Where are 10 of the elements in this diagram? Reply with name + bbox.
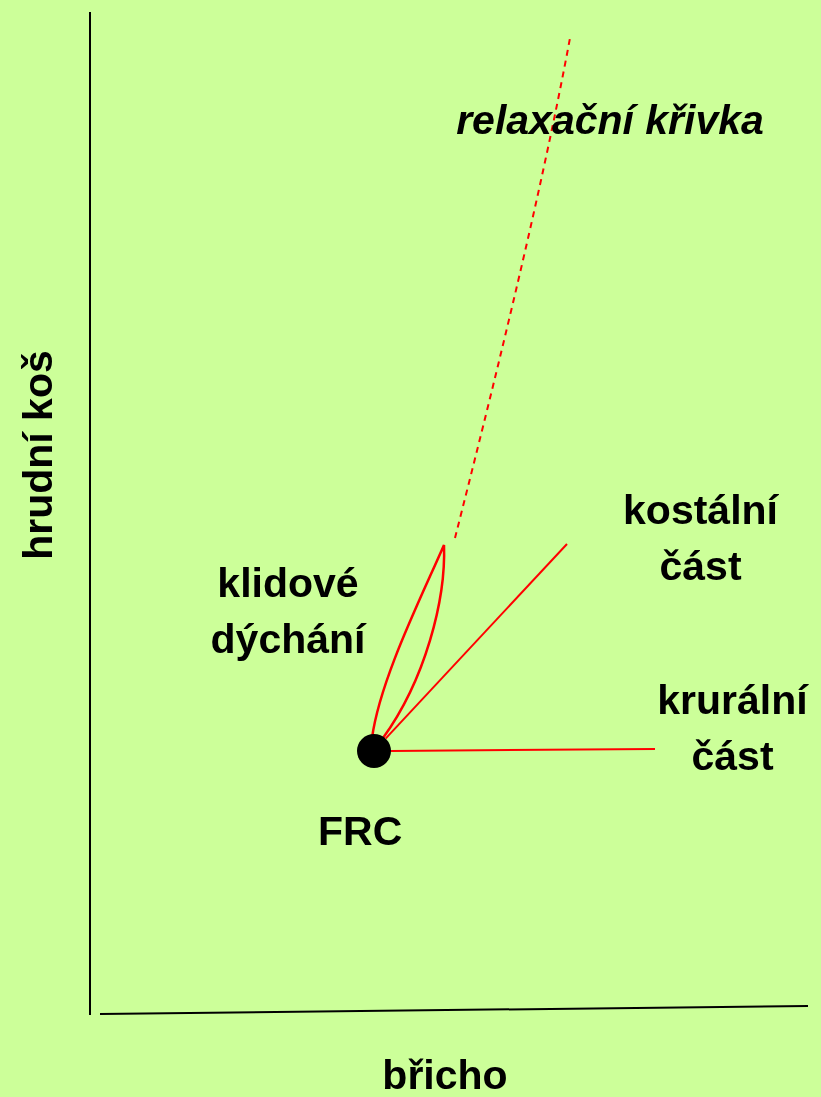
axis-label: hrudní koš: [14, 349, 62, 562]
curve-label: krurální část: [640, 672, 821, 784]
leader-line: [384, 543, 568, 740]
leader-line: [390, 748, 656, 752]
curve-label: kostální část: [603, 482, 798, 594]
curve-label: relaxační křivka: [455, 96, 765, 145]
curve-label: klidové dýchání: [209, 559, 368, 664]
axis-label: břicho: [381, 1051, 509, 1097]
frc-point: [357, 734, 391, 768]
point-label: FRC: [318, 807, 403, 856]
